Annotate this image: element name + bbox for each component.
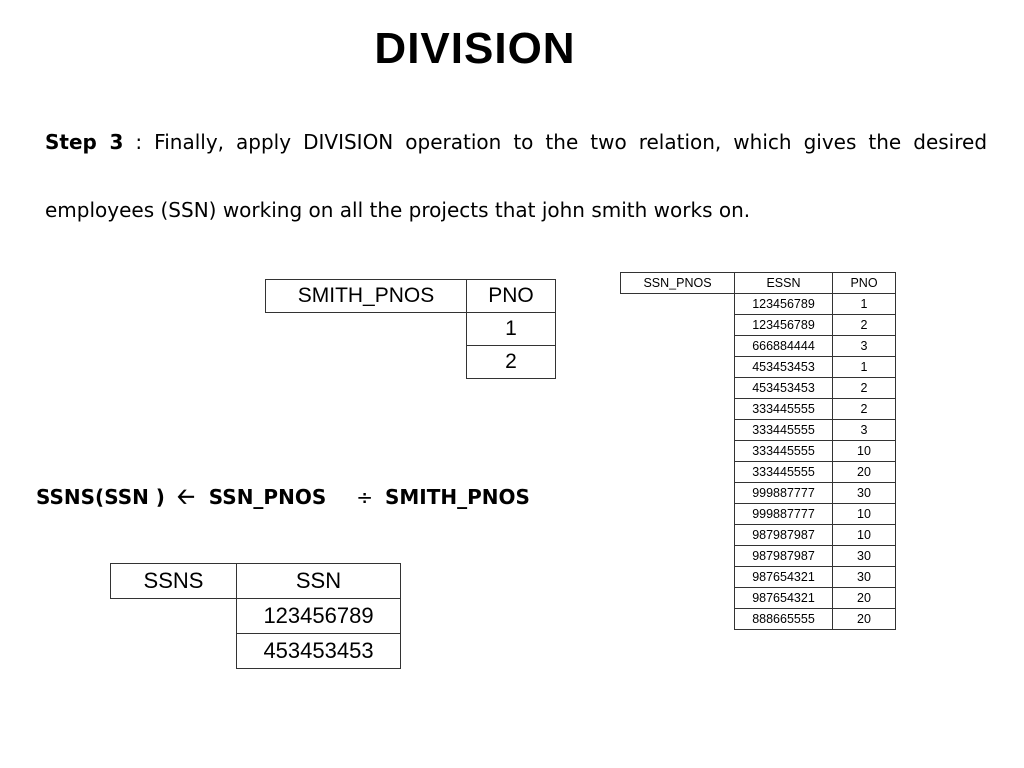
column-header: PNO	[832, 272, 896, 294]
table-cell: 453453453	[734, 356, 833, 378]
left-arrow-icon: 🡠	[176, 485, 195, 510]
column-header: PNO	[466, 279, 556, 313]
blank-cell	[621, 546, 735, 567]
table-cell: 30	[832, 566, 896, 588]
blank-cell	[621, 357, 735, 378]
blank-cell	[111, 599, 237, 634]
blank-cell	[621, 315, 735, 336]
blank-cell	[111, 634, 237, 669]
result-relation: SSNS(SSN )	[36, 485, 165, 509]
divisor-relation: SMITH_PNOS	[385, 485, 530, 509]
division-operator: ÷	[356, 485, 373, 509]
column-header: ESSN	[734, 272, 833, 294]
table-cell: 2	[832, 314, 896, 336]
blank-cell	[621, 441, 735, 462]
blank-cell	[621, 483, 735, 504]
table-cell: 20	[832, 461, 896, 483]
table-cell: 666884444	[734, 335, 833, 357]
table-cell: 20	[832, 608, 896, 630]
relation-name: SMITH_PNOS	[265, 279, 467, 313]
blank-cell	[621, 504, 735, 525]
table-cell: 123456789	[734, 293, 833, 315]
table-cell: 20	[832, 587, 896, 609]
table-cell: 1	[832, 293, 896, 315]
blank-cell	[621, 336, 735, 357]
blank-cell	[621, 420, 735, 441]
blank-cell	[621, 588, 735, 609]
table-cell: 999887777	[734, 482, 833, 504]
table-cell: 987654321	[734, 587, 833, 609]
step-label: Step 3	[45, 130, 124, 154]
table-cell: 987654321	[734, 566, 833, 588]
table-cell: 333445555	[734, 461, 833, 483]
table-cell: 333445555	[734, 398, 833, 420]
table-cell: 999887777	[734, 503, 833, 525]
blank-cell	[621, 378, 735, 399]
step-text: : Finally, apply DIVISION operation to t…	[45, 130, 988, 222]
table-cell: 333445555	[734, 419, 833, 441]
table-cell: 2	[466, 345, 556, 379]
table-cell: 453453453	[236, 633, 401, 669]
blank-cell	[621, 294, 735, 315]
ssns-table: SSNS SSN 123456789 453453453	[110, 563, 401, 669]
table-cell: 3	[832, 419, 896, 441]
dividend-relation: SSN_PNOS	[208, 485, 327, 509]
table-cell: 30	[832, 545, 896, 567]
table-cell: 1	[832, 356, 896, 378]
division-expression: SSNS(SSN ) 🡠 SSN_PNOS ÷ SMITH_PNOS	[36, 480, 530, 518]
table-cell: 10	[832, 524, 896, 546]
table-cell: 10	[832, 440, 896, 462]
table-cell: 10	[832, 503, 896, 525]
blank-cell	[266, 346, 467, 379]
blank-cell	[621, 567, 735, 588]
blank-cell	[621, 525, 735, 546]
relation-name: SSNS	[110, 563, 237, 599]
table-cell: 2	[832, 398, 896, 420]
table-cell: 333445555	[734, 440, 833, 462]
blank-cell	[621, 399, 735, 420]
table-cell: 30	[832, 482, 896, 504]
relation-name: SSN_PNOS	[620, 272, 735, 294]
blank-cell	[266, 313, 467, 346]
table-cell: 123456789	[236, 598, 401, 634]
table-cell: 2	[832, 377, 896, 399]
blank-cell	[621, 462, 735, 483]
table-cell: 987987987	[734, 524, 833, 546]
column-header: SSN	[236, 563, 401, 599]
slide-title: DIVISION	[374, 24, 576, 73]
table-cell: 453453453	[734, 377, 833, 399]
table-cell: 123456789	[734, 314, 833, 336]
table-cell: 987987987	[734, 545, 833, 567]
blank-cell	[621, 609, 735, 630]
step-paragraph: Step 3 : Finally, apply DIVISION operati…	[45, 108, 987, 244]
table-cell: 1	[466, 312, 556, 346]
table-cell: 888665555	[734, 608, 833, 630]
table-cell: 3	[832, 335, 896, 357]
smith-pnos-table: SMITH_PNOS PNO 1 2	[265, 279, 556, 379]
